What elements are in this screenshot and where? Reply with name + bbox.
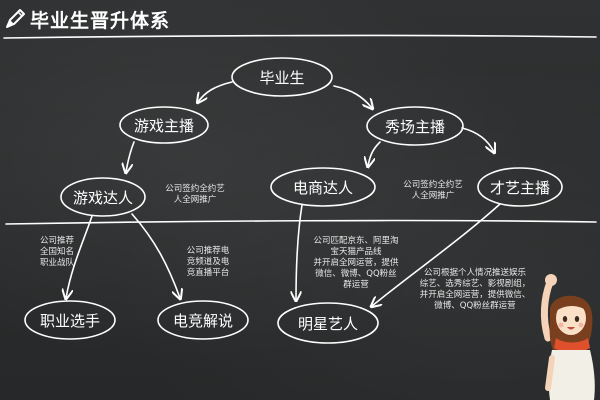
arrow-game-expert-esports — [131, 213, 180, 298]
note-ecommerce-match: 公司匹配京东、阿里淘 宝天猫产品线 并开启全网运营，提供 微信、微博、QQ粉丝 … — [300, 236, 412, 291]
pencil-icon — [6, 9, 25, 28]
node-talent-anchor: 才艺主播 — [489, 178, 550, 197]
note-esports-recommend: 公司推荐电 竞频道及电 竞直播平台 — [176, 246, 240, 279]
arrow-graduate-show-anchor — [333, 85, 372, 108]
note-esports-recommend-text: 公司推荐电 竞频道及电 竞直播平台 — [186, 246, 230, 278]
node-outline-game-anchor — [119, 106, 209, 144]
node-outline-star-artist — [277, 302, 379, 344]
arrow-game-expert-pro — [66, 215, 93, 298]
node-game-expert: 游戏达人 — [72, 188, 133, 207]
node-ecommerce-expert: 电商达人 — [292, 178, 353, 197]
note-game-signing: 公司签约全约艺 人全网推广 — [165, 184, 225, 205]
node-outline-esports-commentator — [157, 300, 249, 340]
node-esports-commentator: 电竞解说 — [172, 311, 233, 330]
node-game-anchor: 游戏主播 — [133, 116, 194, 135]
node-graduate: 毕业生 — [259, 68, 305, 87]
node-outline-talent-anchor — [477, 167, 563, 207]
page-title: 毕业生晋升体系 — [30, 10, 171, 32]
cartoon-girl-illustration — [540, 274, 595, 400]
note-pro-recommend-text: 公司推荐 全国知名 职业战队 — [39, 236, 74, 268]
node-pro-player: 职业选手 — [39, 311, 100, 330]
arrow-talent-star — [372, 203, 501, 306]
node-outline-ecommerce-expert — [270, 167, 376, 207]
note-talent-plan: 公司根据个人情况推送娱乐 综艺、选秀综艺、影视剧组， 并开启全网运营，提供微信、… — [410, 268, 540, 312]
arrow-show-talent — [461, 127, 494, 152]
arrow-game-anchor-expert — [126, 141, 135, 172]
node-outline-show-anchor — [366, 106, 464, 146]
note-show-signing-text: 公司签约全约艺 人全网推广 — [403, 180, 463, 201]
node-show-anchor: 秀场主播 — [384, 117, 445, 136]
title-underline — [3, 34, 597, 39]
note-show-signing: 公司签约全约艺 人全网推广 — [390, 180, 476, 202]
node-outline-game-expert — [60, 177, 146, 217]
node-star-artist: 明星艺人 — [297, 314, 358, 333]
node-outline-graduate — [231, 57, 333, 97]
note-ecommerce-match-text: 公司匹配京东、阿里淘 宝天猫产品线 并开启全网运营，提供 微信、微博、QQ粉丝 … — [313, 236, 399, 290]
divider-line — [5, 219, 597, 225]
note-pro-recommend: 公司推荐 全国知名 职业战队 — [30, 236, 84, 269]
arrow-show-ecommerce — [368, 141, 381, 166]
note-talent-plan-text: 公司根据个人情况推送娱乐 综艺、选秀综艺、影视剧组， 并开启全网运营，提供微信、… — [419, 268, 531, 311]
arrow-ecommerce-star — [296, 204, 303, 300]
arrow-graduate-game-anchor — [198, 81, 233, 102]
